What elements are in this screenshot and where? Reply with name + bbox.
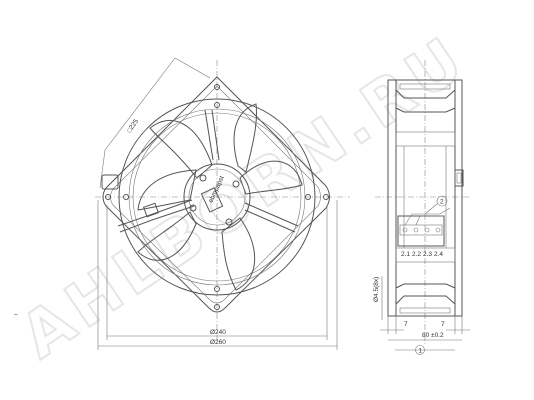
motor-hub <box>183 163 251 231</box>
dim-hole: Ø4.5(8x) <box>373 277 380 302</box>
dim-depth: 80 <box>422 332 430 339</box>
side-body <box>387 79 463 317</box>
callout-1-circle <box>415 345 425 355</box>
dim-square-225: □225 <box>126 118 140 134</box>
fan-ring-outer <box>118 98 316 296</box>
callout-2: 2 <box>440 199 444 206</box>
watermark-text: AHLBORN.RU <box>8 21 480 373</box>
callout-1: 1 <box>419 348 423 355</box>
front-view: ebmpapst □225 Ø240 Ø260 – <box>14 57 350 350</box>
side-view: 2.1 2.2 2.3 2.4 2 Ø4.5(8x) 7 7 80 ±0.2 1 <box>373 60 470 355</box>
terminal-label: 2.1 <box>401 251 410 258</box>
side-mark: – <box>14 311 18 318</box>
fan-blades <box>137 103 303 291</box>
terminal-label: 2.4 <box>434 251 443 258</box>
callout-2-circle <box>436 195 448 207</box>
cable <box>117 199 195 233</box>
dim-240: Ø240 <box>210 329 226 336</box>
dim-right-7: 7 <box>441 321 445 328</box>
housing-outline <box>102 76 330 313</box>
terminal-label: 2.3 <box>423 251 432 258</box>
dim-260: Ø260 <box>210 339 226 346</box>
terminal-labels: 2.1 2.2 2.3 2.4 <box>401 251 443 258</box>
dim-left-7: 7 <box>404 321 408 328</box>
terminal-label: 2.2 <box>412 251 421 258</box>
dim-depth-tol: ±0.2 <box>431 332 444 339</box>
terminal-block <box>397 215 445 247</box>
